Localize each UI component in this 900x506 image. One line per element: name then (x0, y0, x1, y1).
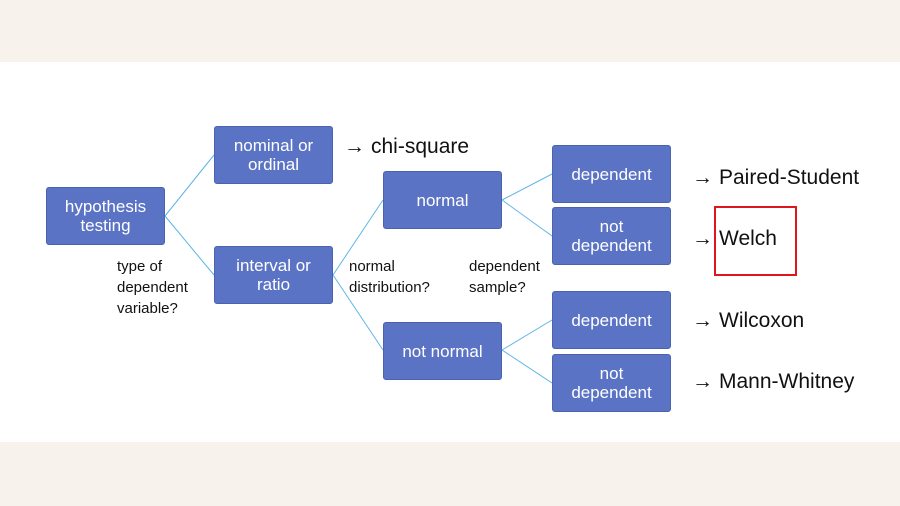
result-mann-whitney: → Mann-Whitney (692, 370, 854, 394)
arrow-right-icon: → (692, 227, 713, 250)
label-normal-distribution: normal distribution? (349, 258, 430, 296)
edge-normal-dep1 (501, 173, 553, 201)
result-wilcoxon: → Wilcoxon (692, 309, 804, 333)
edge-normal-notdep1 (501, 199, 553, 237)
result-chi-square: → chi-square (344, 135, 469, 159)
arrow-right-icon: → (344, 135, 365, 158)
edge-notnormal-dep2 (501, 319, 553, 351)
edge-hypothesis-interval (164, 215, 215, 276)
label-type-of-dependent-variable: type of dependent variable? (117, 258, 188, 317)
result-paired-student-text: Paired-Student (719, 166, 860, 189)
result-welch: → Welch (692, 227, 777, 251)
node-not-dependent-normal: not dependent (552, 207, 671, 265)
node-nominal-ordinal: nominal or ordinal (214, 126, 333, 184)
arrow-right-icon: → (692, 166, 713, 189)
node-normal: normal (383, 171, 502, 229)
node-not-dependent-not-normal: not dependent (552, 354, 671, 412)
node-hypothesis-testing: hypothesis testing (46, 187, 165, 245)
arrow-right-icon: → (692, 309, 713, 332)
edge-hypothesis-nominal (164, 154, 215, 217)
result-mann-whitney-text: Mann-Whitney (719, 370, 855, 393)
node-dependent-not-normal: dependent (552, 291, 671, 349)
node-not-normal: not normal (383, 322, 502, 380)
result-welch-text: Welch (719, 227, 777, 250)
result-chi-square-text: chi-square (371, 135, 470, 158)
node-dependent-normal: dependent (552, 145, 671, 203)
edge-interval-notnormal (332, 274, 384, 351)
result-paired-student: → Paired-Student (692, 166, 859, 190)
node-interval-ratio: interval or ratio (214, 246, 333, 304)
welch-highlight-box (714, 206, 797, 276)
edge-notnormal-notdep2 (501, 349, 553, 384)
label-dependent-sample: dependent sample? (469, 258, 540, 296)
result-wilcoxon-text: Wilcoxon (719, 309, 805, 332)
edge-interval-normal (332, 199, 384, 276)
arrow-right-icon: → (692, 370, 713, 393)
